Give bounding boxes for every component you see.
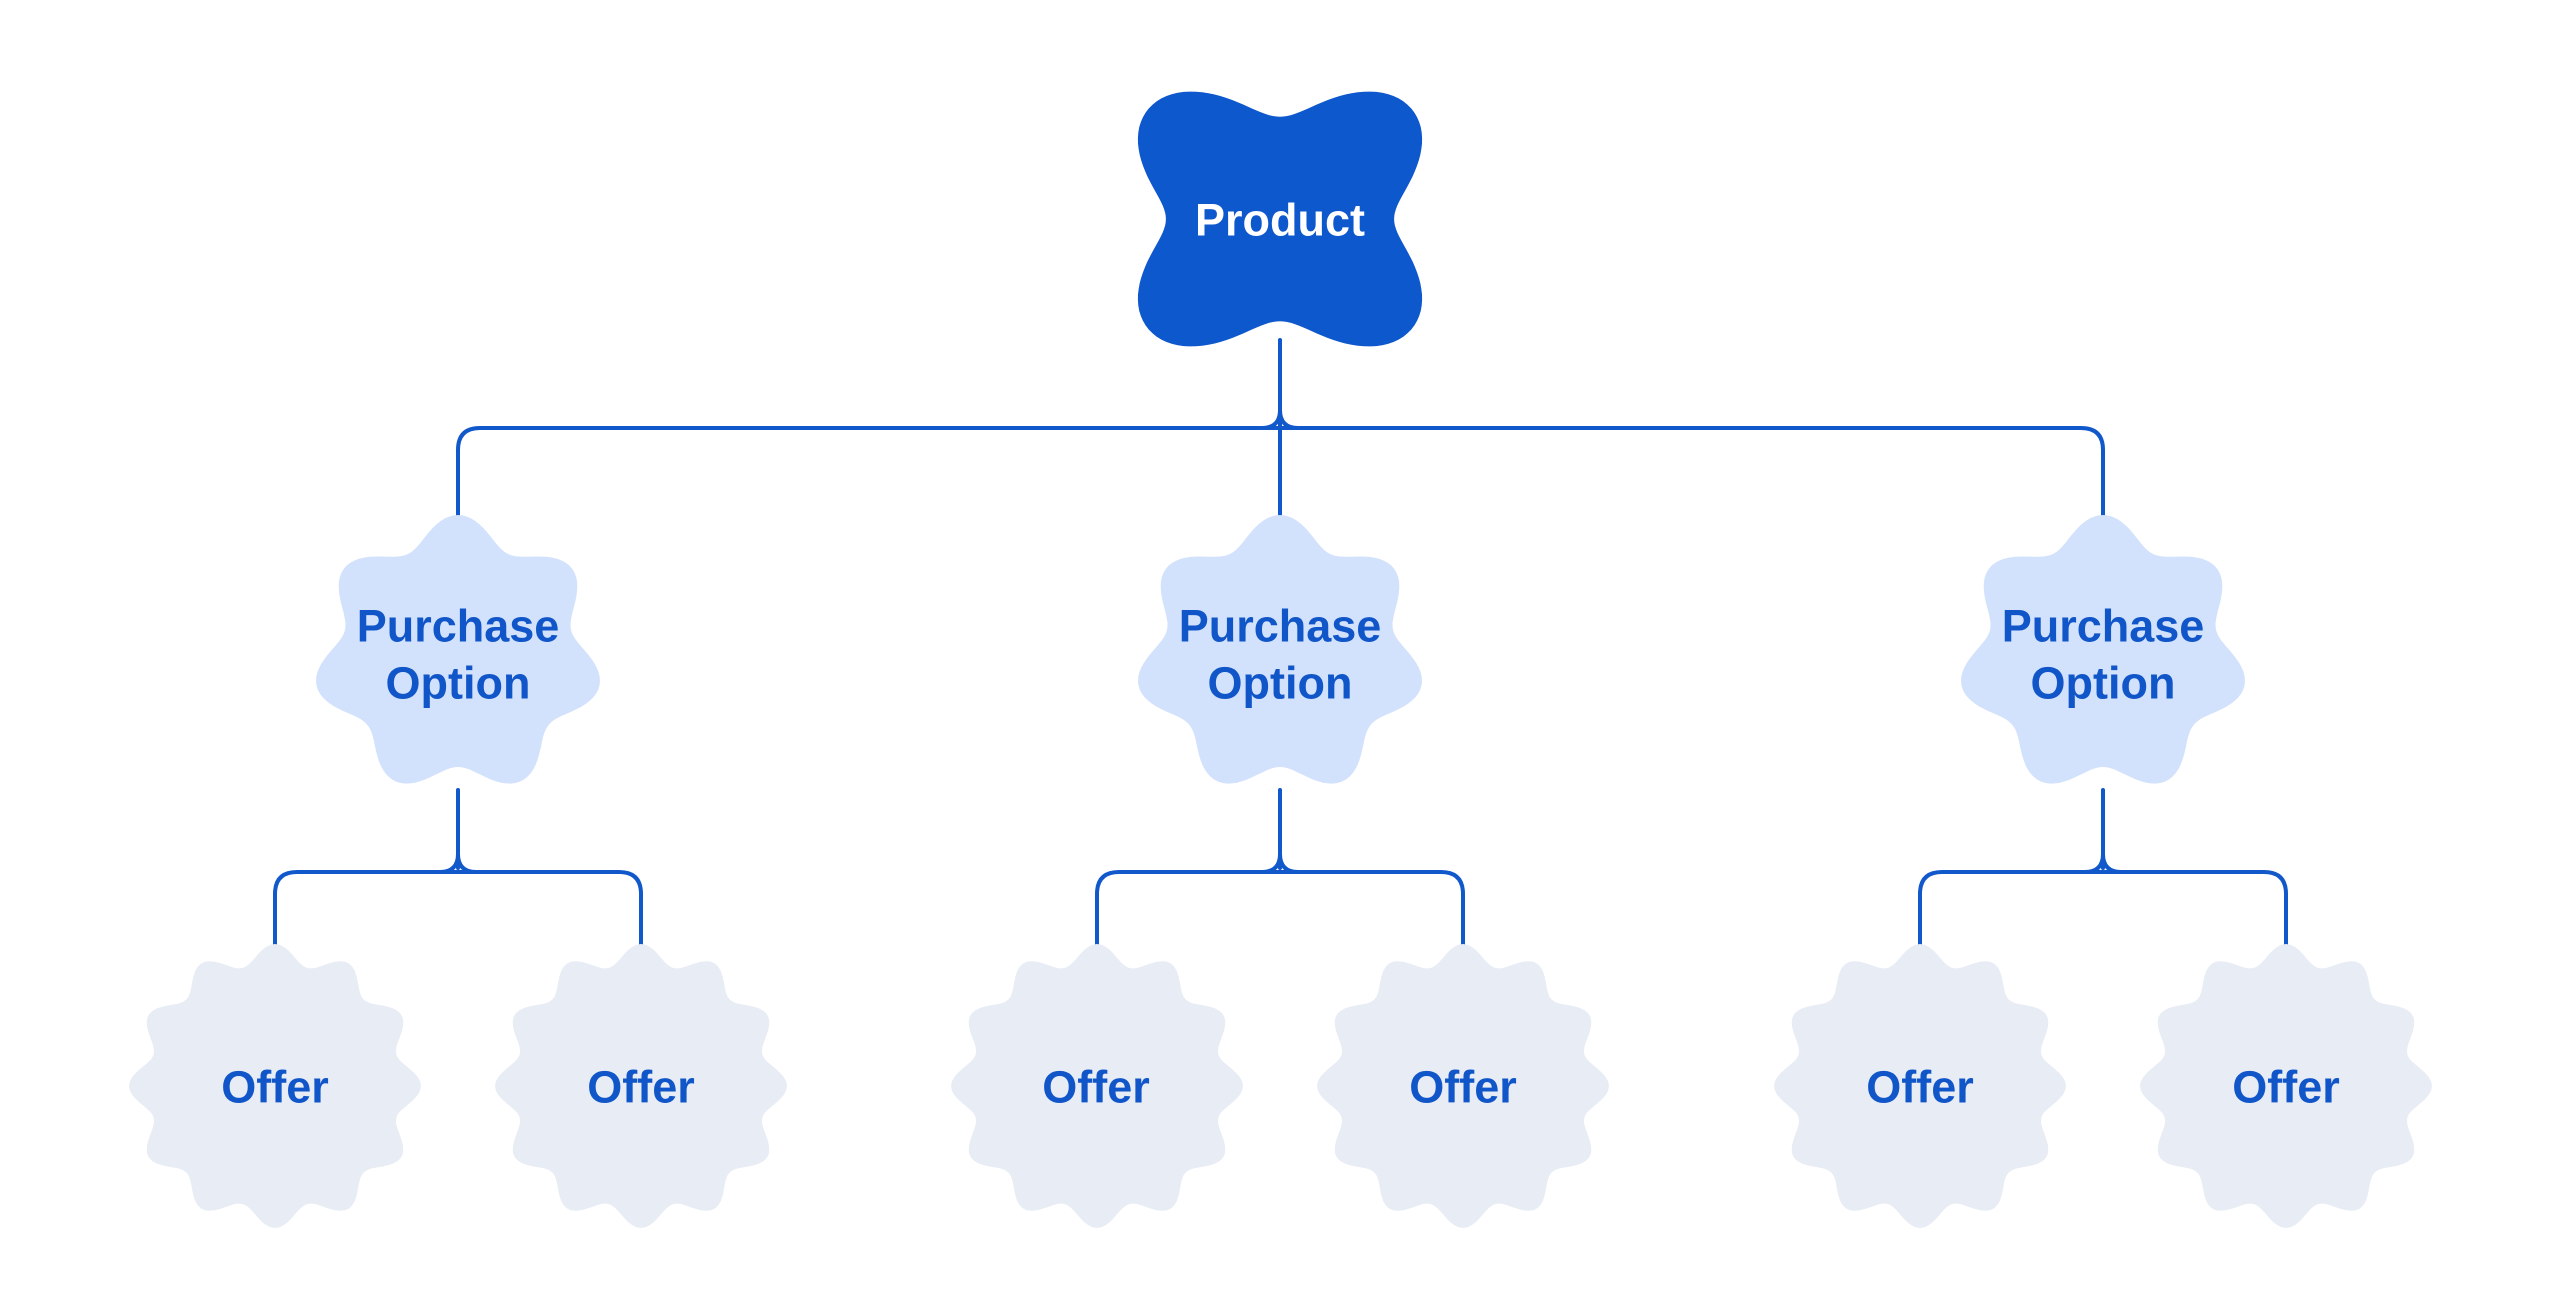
offer-1-label: Offer [221, 1061, 329, 1113]
offer-2-shape [495, 944, 787, 1228]
offer-1-shape [129, 944, 421, 1228]
connector-purchase-option-3-to-offers [1918, 788, 2288, 952]
offer-5-shape [1774, 944, 2066, 1228]
connector-purchase-option-2-to-offers [1095, 788, 1465, 952]
connector-purchase-option-1-to-offers [273, 788, 643, 952]
product-node-label: Product [1194, 194, 1366, 246]
offer-6-shape [2140, 944, 2432, 1228]
offer-5-label: Offer [1866, 1061, 1974, 1113]
offer-6-label: Offer [2232, 1061, 2340, 1113]
connector-product-to-purchase-options [456, 338, 2105, 522]
purchase-option-3-shape [1961, 515, 2245, 784]
purchase-option-1-shape [316, 515, 600, 784]
purchase-option-2-label: Purchase Option [1178, 600, 1382, 708]
offer-3-label: Offer [1042, 1061, 1150, 1113]
purchase-option-2-shape [1138, 515, 1422, 784]
offer-3-shape [951, 944, 1243, 1228]
offer-4-label: Offer [1409, 1061, 1517, 1113]
offer-4-shape [1317, 944, 1609, 1228]
product-node-shape [1137, 91, 1423, 347]
purchase-option-1-label: Purchase Option [356, 600, 560, 708]
offer-2-label: Offer [587, 1061, 695, 1113]
purchase-option-3-label: Purchase Option [2001, 600, 2205, 708]
